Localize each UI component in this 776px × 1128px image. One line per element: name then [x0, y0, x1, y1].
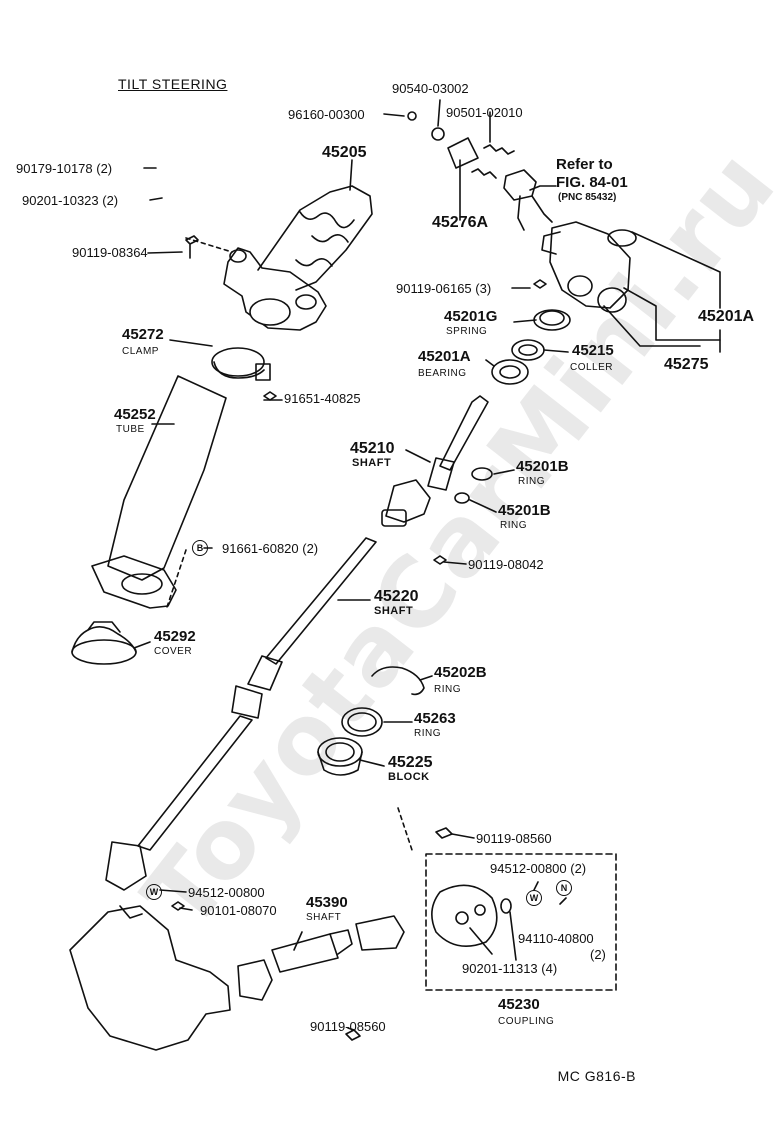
reference-link[interactable]: FIG. 84-01 [556, 174, 628, 191]
part-label-94110: 94110-40800 [518, 931, 594, 946]
part-label-45225: 45225 [388, 754, 433, 771]
mark-b-icon: B [192, 540, 208, 556]
part-label-96160: 96160-00300 [288, 107, 365, 122]
part-name-tube: TUBE [116, 424, 145, 435]
rubber-cover [71, 621, 137, 665]
part-label-90119-08560-a: 90119-08560 [476, 831, 552, 846]
part-label-45263: 45263 [414, 710, 456, 727]
part-name-coller: COLLER [570, 362, 614, 373]
outer-tube [91, 375, 227, 609]
part-label-45276A: 45276A [432, 214, 489, 231]
part-label-94512-00800-b: 94512-00800 [188, 885, 265, 900]
part-name-ring-b: RING [500, 520, 527, 531]
clamp-part [211, 347, 271, 381]
part-label-45201G: 45201G [444, 308, 498, 325]
part-label-90101: 90101-08070 [200, 903, 277, 918]
diagram-title: TILT STEERING [118, 76, 228, 92]
reference-pnc: (PNC 85432) [558, 192, 617, 203]
mark-w-icon-lower: W [146, 884, 162, 900]
part-name-clamp: CLAMP [122, 346, 159, 357]
steering-gear [69, 905, 231, 1051]
part-label-45201A-assembly: 45201A [698, 308, 755, 325]
lock-housing [541, 221, 637, 313]
part-label-45252: 45252 [114, 406, 156, 423]
part-qty-94110: (2) [590, 947, 606, 962]
part-label-90201-10323: 90201-10323 (2) [22, 193, 119, 208]
part-name-ring-c: RING [434, 684, 461, 695]
part-label-45205: 45205 [322, 144, 367, 161]
part-label-45215: 45215 [572, 342, 614, 359]
part-label-45201B-b: 45201B [498, 502, 551, 519]
part-name-spring: SPRING [446, 326, 488, 337]
part-label-90179: 90179-10178 (2) [16, 161, 113, 176]
part-name-shaft-intermediate: SHAFT [374, 605, 414, 617]
reference-line1: Refer to [556, 156, 613, 173]
part-label-90119-06165: 90119-06165 (3) [396, 281, 492, 296]
part-label-91651: 91651-40825 [284, 391, 361, 406]
part-name-ring-a: RING [518, 476, 545, 487]
column-tube-upper [223, 185, 373, 331]
part-label-90501: 90501-02010 [446, 105, 523, 120]
part-label-45202B: 45202B [434, 664, 487, 681]
part-label-45292: 45292 [154, 628, 196, 645]
part-label-90119-08560-b: 90119-08560 [310, 1019, 386, 1034]
part-label-90119-08364: 90119-08364 [72, 245, 148, 260]
part-label-91661: 91661-60820 (2) [222, 541, 319, 556]
mark-n-icon: N [556, 880, 572, 896]
part-name-bearing: BEARING [418, 368, 467, 379]
part-name-cover: COVER [154, 646, 193, 657]
upper-shaft [381, 395, 489, 527]
part-label-45275: 45275 [664, 356, 709, 373]
part-label-90119-08042: 90119-08042 [468, 557, 544, 572]
part-label-45201A-bearing: 45201A [418, 348, 471, 365]
part-label-45272: 45272 [122, 326, 164, 343]
part-label-45210: 45210 [350, 440, 395, 457]
part-name-ring-d: RING [414, 728, 441, 739]
part-name-block: BLOCK [388, 771, 430, 783]
part-label-45201B-a: 45201B [516, 458, 569, 475]
part-label-45390: 45390 [306, 894, 348, 911]
part-label-90201-11313: 90201-11313 (4) [462, 961, 558, 976]
part-name-shaft-lower: SHAFT [306, 912, 342, 923]
intermediate-shaft [105, 537, 377, 891]
part-name-shaft-upper: SHAFT [352, 457, 392, 469]
mark-w-icon: W [526, 890, 542, 906]
part-label-94512-00800-a: 94512-00800 (2) [490, 861, 587, 876]
part-label-45230: 45230 [498, 996, 540, 1013]
lower-shaft [237, 915, 405, 1001]
part-label-45220: 45220 [374, 588, 419, 605]
coupling-disc [431, 884, 498, 948]
diagram-code: MC G816-B [557, 1068, 636, 1084]
part-name-coupling: COUPLING [498, 1016, 555, 1027]
part-label-90540: 90540-03002 [392, 81, 469, 96]
